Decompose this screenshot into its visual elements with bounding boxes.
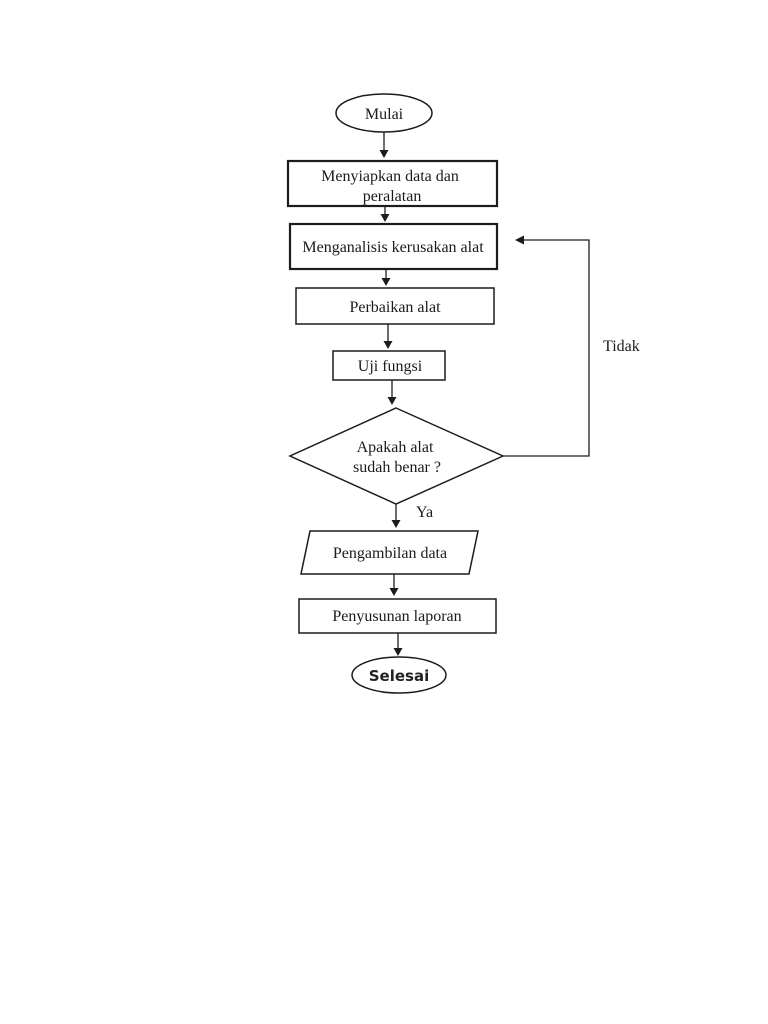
edge-repair-test (383, 324, 393, 349)
end-label: Selesai (369, 667, 429, 685)
report-label: Penyusunan laporan (332, 608, 461, 625)
edge-test-decision (387, 380, 397, 405)
edge-label-no: Tidak (603, 338, 640, 355)
test-label: Uji fungsi (358, 358, 423, 375)
edge-start-prepare (379, 132, 389, 158)
decision-label: Apakah alat sudah benar ? (353, 439, 441, 476)
analyze-process-shape (288, 222, 499, 271)
analyze-label: Menganalisis kerusakan alat (302, 239, 484, 256)
edge-prepare-analyze (380, 206, 390, 222)
edge-decision-analyze-loop (503, 235, 590, 457)
test-process-shape (332, 350, 446, 381)
prepare-label: Menyiapkan data dan peralatan (321, 168, 463, 205)
edge-analyze-repair (381, 269, 391, 286)
end-terminator-shape (351, 656, 447, 694)
edge-label-yes: Ya (416, 504, 433, 521)
collect-label: Pengambilan data (333, 545, 447, 562)
start-label: Mulai (365, 106, 404, 123)
repair-label: Perbaikan alat (349, 299, 441, 316)
collect-io-shape (300, 530, 479, 575)
prepare-process-shape (286, 159, 499, 208)
repair-process-shape (295, 287, 495, 325)
edge-collect-report (389, 574, 399, 596)
decision-diamond-shape (288, 407, 505, 505)
edge-report-end (393, 633, 403, 656)
edge-decision-collect (391, 504, 401, 528)
report-process-shape (298, 598, 497, 634)
